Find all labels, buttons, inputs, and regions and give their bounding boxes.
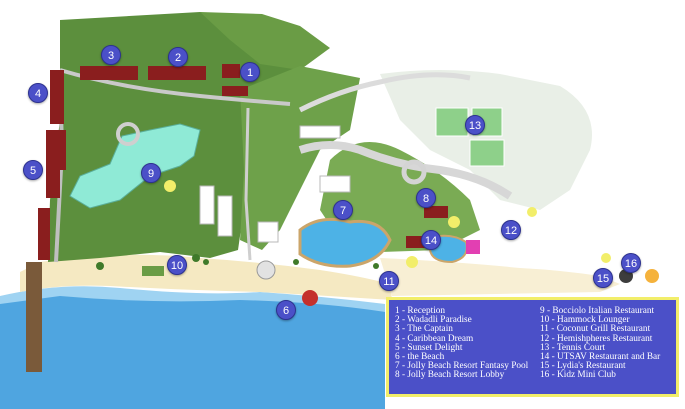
legend-item: 6 - the Beach [395,351,445,362]
buildings-white [199,125,351,243]
palm-trees [96,254,379,270]
hammock-icon [142,266,164,276]
legend-item: 14 - UTSAV Restaurant and Bar [540,351,661,362]
beach-umbrella-icon [302,290,318,306]
roundabout-east [401,159,427,185]
legend-item: 4 - Caribbean Dream [395,333,474,344]
lawn-north [200,12,330,70]
marker-5[interactable]: 5 [23,160,43,180]
restaurant-icons [164,180,611,268]
hemispheres-icon [466,240,480,254]
legend-item: 5 - Sunset Delight [395,342,463,353]
lawn-central [240,66,360,250]
legend-item: 10 - Hammock Lounger [540,315,630,326]
marker-11[interactable]: 11 [379,271,399,291]
sea [0,291,385,409]
marker-10[interactable]: 10 [167,255,187,275]
marker-15[interactable]: 15 [593,268,613,288]
road-central [244,107,252,261]
legend-column-1: 1 - Reception 2 - Wadadli Paradise 3 - T… [395,306,529,381]
legend-item: 15 - Lydia's Restaurant [540,361,626,372]
legend-item: 11 - Coconut Grill Restaurant [540,324,651,335]
marker-8[interactable]: 8 [416,188,436,208]
legend-item: 16 - Kidz Mini Club [540,370,616,381]
legend-item: 3 - The Captain [395,324,453,335]
legend-item: 2 - Wadadli Paradise [395,315,472,326]
marker-1[interactable]: 1 [240,62,260,82]
marker-12[interactable]: 12 [501,220,521,240]
legend-item: 1 - Reception [395,306,446,316]
roundabout-west [116,122,140,146]
kids-club-icon [645,269,659,283]
marker-16[interactable]: 16 [621,253,641,273]
buildings-red [38,64,448,260]
marker-4[interactable]: 4 [28,83,48,103]
road-east [298,72,471,113]
legend-item: 8 - Jolly Beach Resort Lobby [395,370,505,381]
marker-6[interactable]: 6 [276,300,296,320]
legend-item: 13 - Tennis Court [540,342,606,353]
shallow-water [0,286,385,312]
gazebo-beach [256,260,276,280]
legend-item: 7 - Jolly Beach Resort Fantasy Pool [395,361,529,372]
beach-east [380,258,620,296]
marker-7[interactable]: 7 [333,200,353,220]
marker-14[interactable]: 14 [421,230,441,250]
legend-column-2: 9 - Bocciolo Italian Restaurant 10 - Ham… [540,306,661,381]
beach [20,254,392,300]
road-loop [298,141,513,200]
marker-9[interactable]: 9 [141,163,161,183]
pool [298,217,392,268]
marker-2[interactable]: 2 [168,47,188,67]
marker-13[interactable]: 13 [465,115,485,135]
legend-item: 12 - Hemishpheres Restaurant [540,333,653,344]
legend-item: 9 - Bocciolo Italian Restaurant [540,306,655,316]
marker-3[interactable]: 3 [101,45,121,65]
pier [26,262,42,372]
map-legend: 1 - Reception 2 - Wadadli Paradise 3 - T… [386,297,679,397]
